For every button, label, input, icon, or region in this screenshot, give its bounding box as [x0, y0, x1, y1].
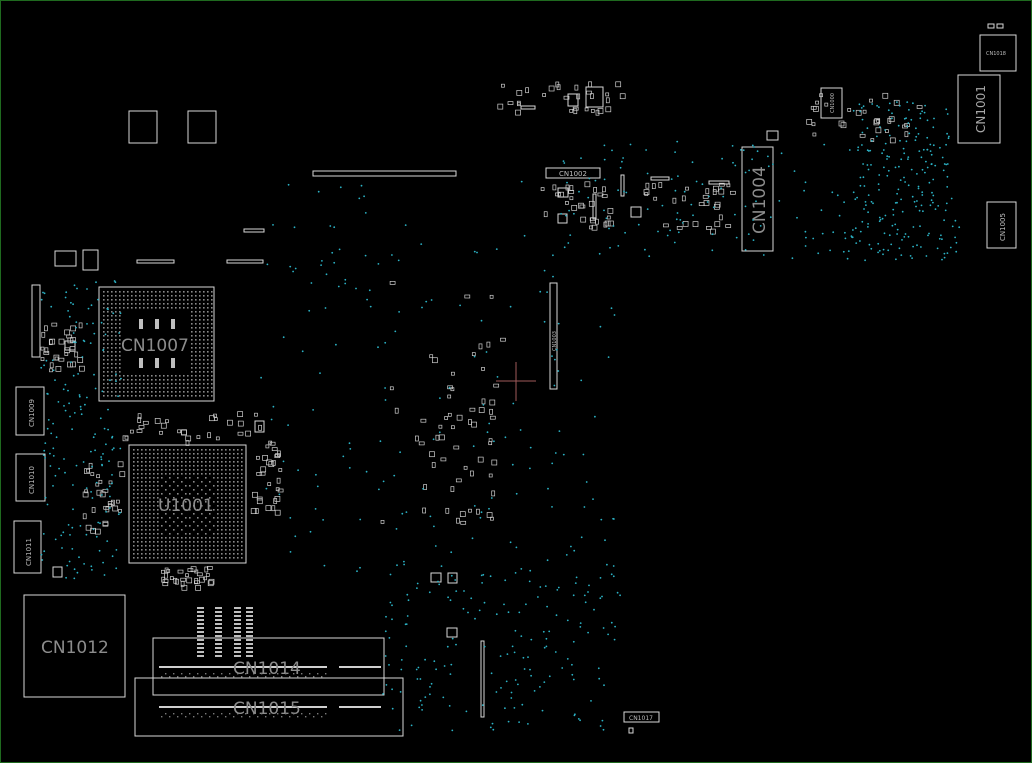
cn1011-component[interactable]: CN1011: [13, 520, 42, 574]
connector-left-vertical[interactable]: [31, 284, 41, 358]
u1001-component[interactable]: U1001: [128, 444, 247, 564]
cn1018-component[interactable]: CN1018: [979, 34, 1017, 72]
cn1005-label: CN1005: [999, 213, 1007, 241]
pad-top-right-2: [996, 23, 1004, 29]
cn1015-component[interactable]: CN1015: [134, 677, 404, 737]
cn1017-label: CN1017: [629, 715, 653, 722]
cn1001-label: CN1001: [974, 85, 988, 133]
small-pads: [40, 81, 923, 591]
u1001-label: U1001: [158, 496, 214, 516]
cn1012-label: CN1012: [41, 638, 109, 658]
cn1015-label: CN1015: [233, 699, 301, 719]
cn1010-label: CN1010: [28, 466, 36, 494]
cn1003-component[interactable]: CN1003: [549, 282, 558, 390]
cn1000-component[interactable]: CN1000: [820, 87, 843, 119]
crosshair-cursor: [496, 362, 536, 401]
ic-top-left-1[interactable]: [128, 110, 158, 144]
cn1011-label: CN1011: [25, 538, 33, 566]
cn1002-component[interactable]: CN1002: [545, 167, 601, 179]
cn1017-component[interactable]: CN1017: [623, 711, 660, 723]
cn1010-component[interactable]: CN1010: [15, 453, 46, 502]
cn1018-label: CN1018: [986, 51, 1006, 57]
connector-strip-top[interactable]: [312, 170, 457, 177]
cn1004-label: CN1004: [750, 166, 770, 234]
ic-top-left-2[interactable]: [187, 110, 217, 144]
cn1002-label: CN1002: [559, 170, 587, 178]
cn1009-component[interactable]: CN1009: [15, 386, 45, 436]
cn1007-component[interactable]: CN1007: [98, 286, 215, 402]
cn1014-label: CN1014: [233, 659, 301, 679]
cn1003-label: CN1003: [552, 331, 558, 351]
cn1009-label: CN1009: [28, 399, 36, 427]
memory-chip-stacks: [161, 607, 327, 718]
cn1004-component[interactable]: CN1004: [741, 146, 774, 252]
cn1005-component[interactable]: CN1005: [986, 201, 1017, 249]
cn1014-component[interactable]: CN1014: [152, 637, 385, 696]
vias: [40, 101, 961, 732]
cn1000-label: CN1000: [830, 93, 836, 113]
pad-top-right-1: [987, 23, 995, 29]
misc-components: [52, 86, 779, 734]
cn1001-component[interactable]: CN1001: [957, 74, 1001, 144]
cn1007-label: CN1007: [121, 336, 189, 356]
cn1012-component[interactable]: CN1012: [23, 594, 126, 698]
